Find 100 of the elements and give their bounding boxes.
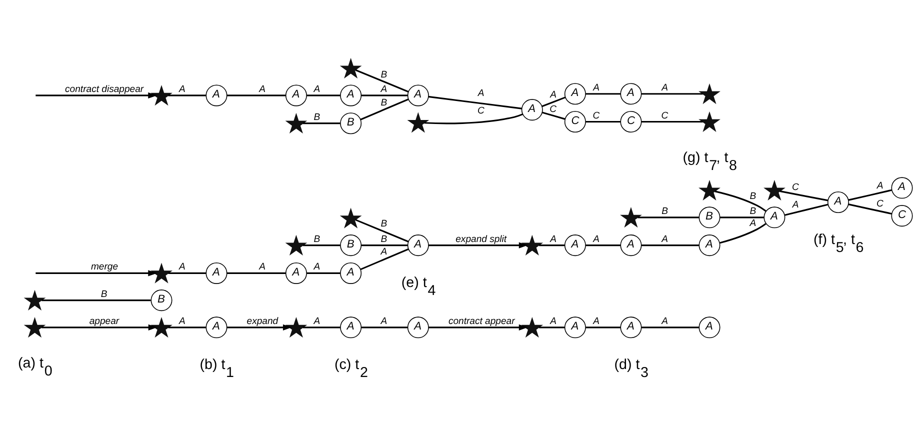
connector — [306, 94, 340, 96]
connector — [642, 244, 700, 246]
connector — [720, 222, 766, 244]
edge-label: A — [314, 315, 320, 326]
node-star — [698, 82, 720, 104]
edge-label: expand split — [456, 233, 507, 244]
node-circle: C — [620, 110, 642, 132]
node-circle: A — [521, 98, 543, 120]
edge-label: A — [593, 82, 600, 93]
edge-label: appear — [89, 315, 120, 326]
node-circle: C — [891, 204, 913, 226]
connector — [848, 203, 892, 214]
connector — [302, 122, 340, 124]
node-star — [285, 112, 308, 134]
node-circle: C — [564, 110, 586, 132]
edge-label: B — [314, 233, 320, 244]
edge-label: A — [750, 217, 756, 228]
connector — [306, 272, 340, 274]
node-circle: A — [407, 84, 429, 106]
node-star — [698, 110, 720, 132]
node-circle: A — [698, 316, 720, 338]
edge-label: merge — [90, 261, 118, 272]
node-star — [407, 112, 430, 132]
node-circle: A — [206, 316, 228, 338]
node-star — [521, 316, 544, 338]
arrow — [428, 242, 528, 248]
edge-label: C — [550, 103, 557, 114]
node-star — [24, 316, 46, 338]
node-circle: A — [340, 316, 362, 338]
connector — [302, 326, 340, 328]
node-star — [764, 179, 786, 200]
edge-label: B — [314, 111, 320, 122]
edge-label: A — [314, 83, 320, 94]
connector — [542, 111, 566, 120]
node-star — [620, 206, 642, 228]
connector — [720, 216, 764, 218]
edge-label: B — [380, 218, 388, 230]
edge-label: expand — [246, 315, 278, 326]
connector — [848, 188, 892, 200]
arrow — [428, 324, 528, 330]
node-circle: A — [564, 234, 586, 256]
node-circle: A — [206, 262, 228, 284]
node-circle: A — [340, 262, 362, 284]
edge-label: C — [661, 110, 668, 121]
node-circle: B — [340, 234, 362, 256]
edge-label: C — [876, 198, 884, 210]
connector — [302, 244, 340, 246]
edge-label: A — [314, 261, 320, 272]
node-circle: B — [150, 289, 172, 311]
edge-label: A — [792, 199, 799, 210]
node-circle: A — [407, 316, 429, 338]
connector — [586, 244, 621, 246]
node-star — [24, 289, 46, 310]
edge-label: A — [593, 233, 600, 244]
connector — [361, 326, 408, 328]
connector — [539, 326, 565, 328]
edge-label: B — [662, 205, 668, 216]
connector — [360, 248, 409, 270]
node-circle: A — [620, 234, 642, 256]
node-star — [150, 84, 172, 106]
connector — [226, 94, 286, 96]
arrow — [42, 324, 158, 330]
connector — [780, 190, 828, 201]
edge-label: A — [179, 261, 186, 272]
edge-label: A — [179, 83, 186, 94]
connector — [424, 112, 523, 124]
connector — [355, 68, 409, 92]
connector — [586, 92, 621, 94]
node-star — [285, 234, 308, 256]
connector — [361, 94, 408, 96]
node-circle: A — [564, 82, 586, 104]
edge-label: A — [259, 261, 266, 272]
edge-label: A — [662, 233, 668, 244]
edge-label: A — [593, 315, 600, 326]
edge-label: A — [662, 315, 668, 326]
edge-label: B — [750, 205, 756, 216]
connector — [638, 216, 699, 218]
node-circle: A — [620, 316, 642, 338]
node-circle: A — [620, 82, 642, 104]
connector — [168, 326, 206, 328]
edge-label: A — [259, 83, 266, 94]
node-circle: A — [764, 206, 786, 228]
node-star — [285, 316, 308, 338]
node-circle: B — [340, 112, 362, 134]
node-circle: A — [891, 176, 913, 198]
node-circle: A — [698, 234, 720, 256]
connector — [361, 244, 408, 246]
connector — [42, 299, 151, 301]
connector — [714, 190, 766, 212]
edge-label: B — [380, 233, 388, 244]
connector — [642, 120, 703, 122]
node-star — [521, 234, 544, 256]
edge-label: A — [550, 233, 556, 244]
edge-label: A — [380, 315, 388, 326]
node-circle: A — [827, 191, 849, 213]
connector — [428, 95, 522, 109]
edge-label: C — [478, 104, 484, 116]
connector — [360, 98, 409, 120]
node-circle: A — [564, 316, 586, 338]
node-star — [150, 316, 172, 338]
